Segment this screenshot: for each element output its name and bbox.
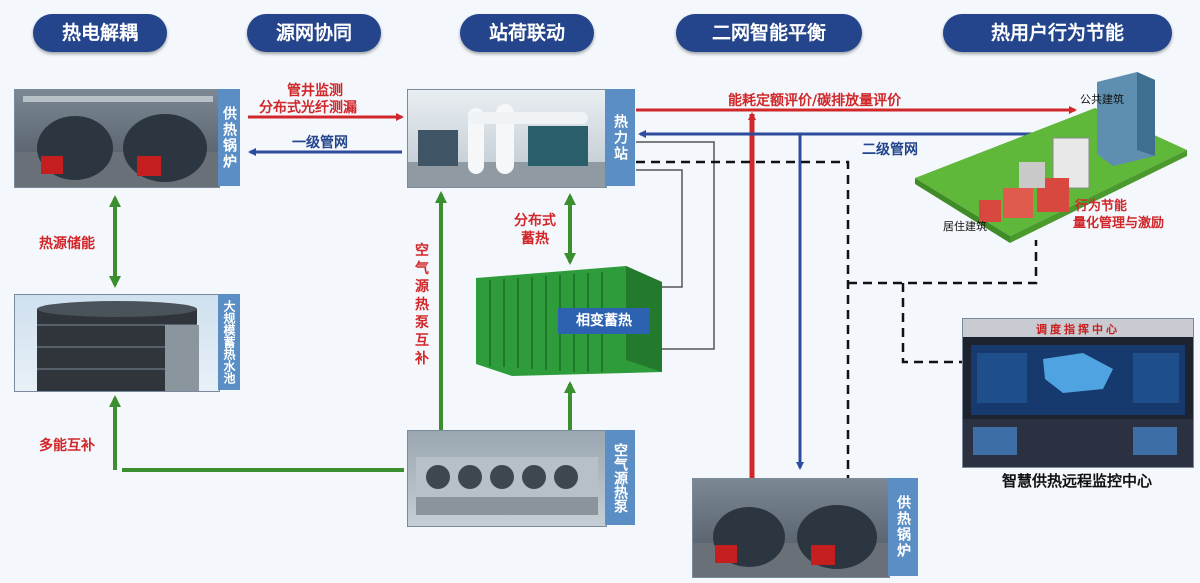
boiler-bottom-label: 供热锅炉 [888,478,918,576]
air-heat-pump-photo [407,430,607,527]
label-pipe-monitor-1: 管井监测 [287,83,343,99]
boiler-top-label: 供热锅炉 [218,89,240,186]
monitoring-screens-icon [963,319,1193,467]
boiler-image-icon [15,96,219,187]
control-center-photo: 调度指挥中心 [962,318,1194,468]
storage-tank-label: 大规模蓄热水池 [218,294,240,390]
line-station-container-a [636,141,715,350]
dashed-link-station [636,160,850,478]
label-secondary-network: 二级管网 [862,142,918,158]
behavior-saving-line1: 行为节能 [1075,199,1128,214]
label-air-pump-mutual: 空气源热泵互补 [415,243,429,367]
label-multi-energy: 多能互补 [39,438,95,454]
header-source-network-coordination: 源网协同 [247,14,381,52]
header-secondary-network-balance: 二网智能平衡 [676,14,862,52]
air-heat-pump-label: 空气源热泵 [605,430,635,525]
boiler-bottom-photo [692,478,890,578]
tank-image-icon [37,301,199,391]
control-screen-title: 调度指挥中心 [1036,323,1120,336]
city-buildings-icon [915,72,1187,243]
residential-building-label: 居住建筑 [943,220,987,233]
storage-tank-photo [14,294,220,392]
label-source-storage: 热源储能 [39,236,95,252]
label-distributed-storage: 分布式蓄热 [514,213,556,247]
line-station-container-b [636,169,683,288]
heat-station-photo [407,89,607,188]
heat-pump-image-icon [416,457,598,515]
public-building-tower [1097,72,1155,166]
dashed-link-users [848,240,1038,285]
header-station-load-linkage: 站荷联动 [460,14,594,52]
behavior-saving-line2: 量化管理与激励 [1073,216,1165,231]
label-energy-eval: 能耗定额评价/碳排放量评价 [728,93,902,109]
control-center-label: 智慧供热远程监控中心 [1001,472,1152,490]
dashed-link-center [901,283,962,364]
label-pipe-monitor-2: 分布式光纤测漏 [259,100,357,116]
label-primary-network: 一级管网 [292,135,348,151]
header-heat-power-decoupling: 热电解耦 [33,14,167,52]
phase-change-container: 相变蓄热 [476,266,662,376]
heat-station-label: 热力站 [605,89,635,186]
boiler-image-icon [693,505,889,577]
boiler-top-photo [14,89,220,188]
pipes-image-icon [408,104,606,187]
public-building-label: 公共建筑 [1080,93,1124,106]
buildings-illustration: 公共建筑 居住建筑 行为节能 量化管理与激励 [905,68,1190,243]
header-user-behavior-saving: 热用户行为节能 [943,14,1172,52]
phase-change-label: 相变蓄热 [558,308,650,334]
